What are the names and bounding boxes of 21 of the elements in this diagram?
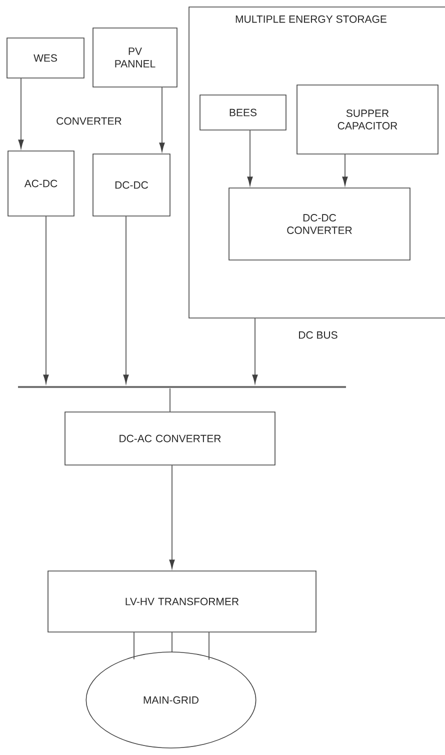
converter-box: AC-DC xyxy=(8,150,74,216)
storage-box: SUPPER CAPACITOR xyxy=(296,84,438,154)
arrow xyxy=(169,465,175,569)
storage-box: BEES xyxy=(200,94,286,130)
transformer-box: LV-HV TRANSFORMER xyxy=(48,570,316,632)
arrow xyxy=(247,130,253,186)
arrow xyxy=(123,216,129,384)
section-label: CONVERTER xyxy=(56,117,122,125)
converter-box: DC-DC CONVERTER xyxy=(228,188,410,260)
arrow xyxy=(18,78,24,149)
arrow xyxy=(342,154,348,186)
arrow xyxy=(43,216,49,384)
bus-line xyxy=(18,386,346,388)
source-box: WES xyxy=(6,38,84,78)
source-box: PV PANNEL xyxy=(92,28,178,88)
arrow xyxy=(159,87,165,152)
arrow xyxy=(252,318,258,384)
converter-box: DC-AC CONVERTER xyxy=(64,412,276,466)
bus-label: DC BUS xyxy=(299,331,338,339)
converter-box: DC-DC xyxy=(92,154,170,216)
connector-line xyxy=(208,632,210,660)
